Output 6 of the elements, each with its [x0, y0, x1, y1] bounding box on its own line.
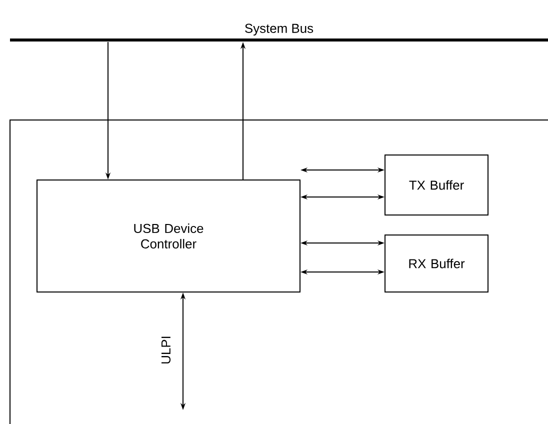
- bus-line: System Bus: [10, 24, 548, 42]
- edge-label: ULPI: [160, 334, 172, 366]
- chip-boundary: [10, 120, 548, 424]
- buffer-box: TX Buffer: [384, 154, 488, 216]
- controller-box: USB Device Controller: [36, 180, 300, 292]
- buffer-box: RX Buffer: [384, 234, 488, 292]
